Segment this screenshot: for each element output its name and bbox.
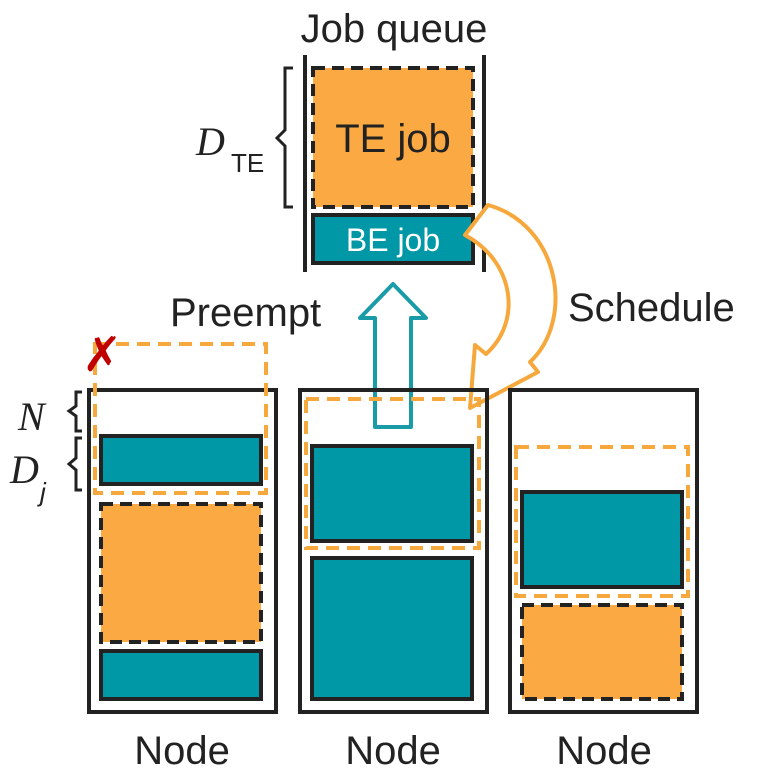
- schedule-label: Schedule: [568, 286, 735, 330]
- queue-be-job-label: BE job: [346, 222, 440, 258]
- failed-placement-mark: ✗: [82, 329, 122, 382]
- node-3-label: Node: [556, 729, 652, 773]
- d-te-subscript: TE: [231, 148, 264, 178]
- d-j-symbol: D: [9, 447, 39, 492]
- node-2-frame: [298, 388, 489, 714]
- node-3-be-job: [520, 490, 684, 589]
- d-te-bracket: [274, 66, 293, 209]
- node-3-te-job: [520, 603, 684, 701]
- node-2: [298, 388, 489, 714]
- d-j-subscript: j: [37, 477, 47, 507]
- preempt-label: Preempt: [170, 291, 321, 335]
- node-1-be-job-top: [99, 434, 263, 486]
- node-1-label: Node: [134, 729, 230, 773]
- node-2-be-job-bottom: [310, 556, 474, 701]
- node-1-be-job-bottom: [99, 649, 263, 701]
- node-2-label: Node: [345, 729, 441, 773]
- n-bracket: [66, 390, 82, 433]
- node-1-frame: [87, 388, 278, 714]
- job-queue-title: Job queue: [301, 7, 488, 51]
- queue-te-job-label: TE job: [335, 117, 451, 161]
- node-1-te-job: [99, 502, 263, 644]
- d-j-bracket: [66, 436, 82, 492]
- schedule-arrow: [463, 203, 558, 410]
- node-2-target-placement: [304, 397, 481, 550]
- node-1: ✗: [82, 329, 278, 714]
- node-3-reserved-slot: [514, 445, 690, 598]
- n-symbol: N: [17, 394, 47, 439]
- queue-be-job: [311, 213, 475, 265]
- node-3-frame: [508, 388, 699, 714]
- node-3: [508, 388, 699, 714]
- preempt-arrow: [358, 282, 428, 429]
- queue-te-job: [311, 66, 475, 209]
- node-2-be-job-top: [310, 444, 474, 543]
- d-te-symbol: D: [195, 119, 225, 164]
- node-1-failed-placement: [93, 342, 268, 495]
